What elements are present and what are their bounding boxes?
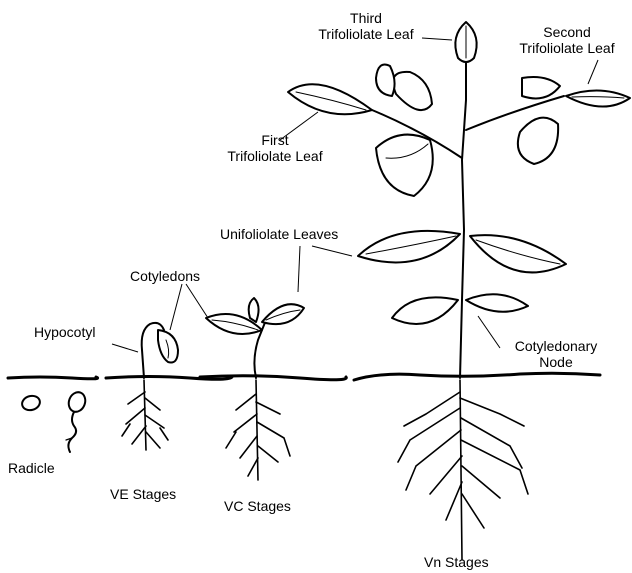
label-cotyledonary-node: Cotyledonary Node (500, 338, 612, 370)
label-vc-stages: VC Stages (224, 498, 291, 514)
label-third-trifoliolate-line2: Trifoliolate Leaf (306, 26, 426, 42)
vn-stage-plant (288, 22, 630, 560)
germinating-seeds (20, 390, 87, 452)
label-ve-stages: VE Stages (110, 486, 176, 502)
label-cotyledonary-line1: Cotyledonary (500, 338, 612, 354)
label-radicle: Radicle (8, 460, 55, 476)
label-first-trifoliolate-line2: Trifoliolate Leaf (214, 148, 336, 164)
label-second-trifoliolate: Second Trifoliolate Leaf (506, 24, 628, 56)
label-hypocotyl: Hypocotyl (34, 324, 95, 340)
label-second-trifoliolate-line2: Trifoliolate Leaf (506, 40, 628, 56)
label-cotyledons: Cotyledons (130, 268, 200, 284)
label-third-trifoliolate-line1: Third (306, 10, 426, 26)
label-cotyledonary-line2: Node (500, 354, 612, 370)
ve-stage-seedling (122, 323, 178, 450)
label-third-trifoliolate: Third Trifoliolate Leaf (306, 10, 426, 42)
label-first-trifoliolate: First Trifoliolate Leaf (214, 132, 336, 164)
label-second-trifoliolate-line1: Second (506, 24, 628, 40)
label-vn-stages: Vn Stages (424, 554, 489, 570)
label-first-trifoliolate-line1: First (214, 132, 336, 148)
soil-surface (8, 373, 600, 380)
label-unifoliolate-leaves: Unifoliolate Leaves (220, 226, 338, 242)
vc-stage-seedling (206, 298, 304, 480)
